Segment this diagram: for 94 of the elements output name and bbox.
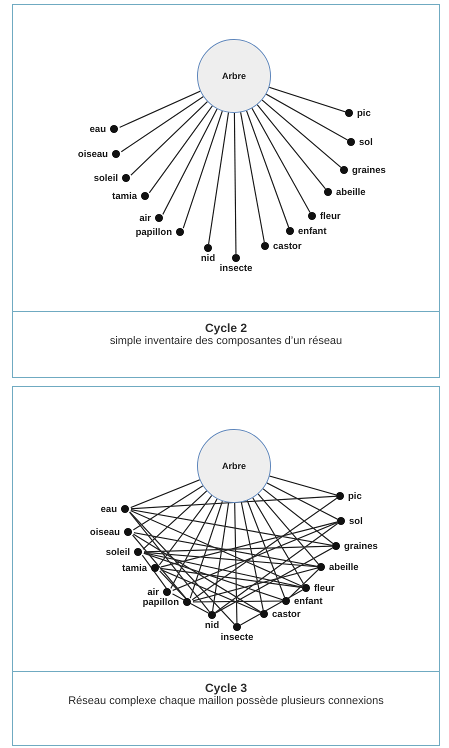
node-label: nid: [204, 620, 220, 631]
connector-line: [266, 94, 348, 141]
node-label: insecte: [220, 632, 254, 643]
node-label: insecte: [220, 263, 252, 274]
connector-line: [160, 569, 261, 613]
connector-line: [133, 485, 204, 530]
connector-line: [246, 110, 290, 228]
connector-line: [130, 496, 336, 510]
connector-line: [256, 104, 326, 190]
caption-title: Cycle 2: [204, 321, 248, 335]
connector-line: [160, 568, 302, 588]
connector-line: [212, 502, 230, 612]
connector-line: [262, 488, 334, 544]
connector-line: [172, 593, 209, 614]
node-label: graines: [344, 540, 378, 552]
connector-line: [142, 490, 208, 550]
connector-line: [240, 589, 303, 626]
node-label: pic: [357, 108, 371, 118]
connector-line: [130, 101, 208, 176]
panel-card: [12, 4, 440, 378]
node-label: fleur: [320, 210, 341, 222]
connector-line: [269, 476, 336, 496]
node-label: eau: [90, 124, 106, 134]
node-label: oiseau: [78, 148, 108, 160]
node-label: enfant: [294, 596, 322, 606]
node-label: fleur: [314, 582, 335, 594]
node-label: sol: [349, 516, 363, 526]
connector-line: [148, 106, 213, 194]
caption-title: Cycle 3: [204, 681, 248, 695]
connector-line: [132, 534, 187, 600]
panel-card: [12, 386, 440, 746]
connector-line: [240, 502, 264, 610]
node-label: air: [139, 212, 151, 224]
connector-line: [258, 494, 319, 564]
connector-line: [266, 482, 338, 520]
connector-line: [262, 100, 342, 168]
connector-line: [162, 108, 218, 215]
connector-line: [130, 479, 200, 508]
connector-line: [142, 554, 168, 590]
node-label: graines: [352, 164, 386, 176]
connector-line: [193, 600, 282, 603]
node-label: castor: [272, 608, 301, 620]
connector-line: [182, 110, 223, 228]
connector-line: [246, 500, 286, 598]
node-label: pic: [348, 490, 362, 502]
connector-line: [144, 552, 318, 568]
connector-line: [251, 108, 311, 213]
connector-line: [130, 510, 303, 587]
node-label: tamia: [112, 190, 137, 202]
connector-line: [144, 552, 282, 600]
connector-line: [144, 546, 332, 552]
node-label: papillon: [142, 596, 179, 608]
connector-line: [129, 512, 235, 624]
connector-line: [159, 570, 187, 600]
node-label: soleil: [94, 172, 118, 184]
connector-line: [269, 86, 346, 112]
connector-line: [172, 522, 338, 592]
node-label: soleil: [106, 546, 130, 558]
connector-line: [130, 509, 332, 546]
node-label: nid: [200, 253, 216, 264]
connector-line: [119, 90, 200, 128]
hub-circle: Arbre: [197, 39, 271, 113]
connector-line: [190, 500, 223, 598]
hub-circle: Arbre: [197, 429, 271, 503]
connector-line: [208, 112, 230, 244]
connector-line: [192, 498, 338, 600]
connector-line: [288, 569, 319, 599]
connector-line: [133, 534, 261, 612]
caption-text: simple inventaire des composantes d’un réseau: [108, 335, 344, 348]
connector-line: [160, 521, 338, 568]
connector-line: [129, 512, 210, 612]
node-label: sol: [359, 136, 373, 148]
node-label: castor: [273, 240, 302, 252]
node-label: oiseau: [90, 526, 120, 538]
connector-line: [158, 495, 212, 566]
node-label: abeille: [329, 562, 359, 572]
connector-line: [234, 502, 238, 624]
node-label: enfant: [298, 226, 326, 236]
node-label: eau: [100, 504, 117, 514]
connector-line: [192, 567, 318, 602]
caption-text: Réseau complexe chaque maillon possède plusieurs connexions: [67, 695, 385, 708]
connector-line: [134, 532, 318, 567]
node-label: papillon: [136, 226, 172, 238]
connector-line: [234, 113, 237, 254]
connector-line: [144, 552, 302, 588]
connector-line: [252, 498, 304, 585]
connector-line: [240, 112, 265, 242]
connector-line: [214, 522, 338, 614]
connector-line: [170, 498, 218, 589]
node-label: air: [147, 586, 159, 598]
connector-line: [215, 547, 333, 614]
node-label: tamia: [122, 562, 147, 574]
connector-line: [120, 96, 204, 152]
node-label: abeille: [336, 186, 366, 198]
